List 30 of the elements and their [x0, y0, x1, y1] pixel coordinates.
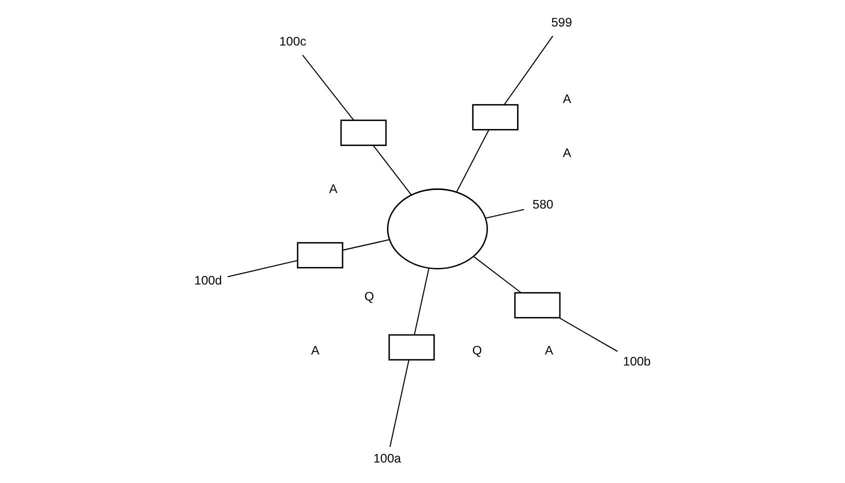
node-text: 100b: [623, 354, 651, 369]
connector: [414, 268, 430, 335]
node-cloud: [387, 188, 488, 270]
node-text: 100d: [194, 273, 222, 288]
connector: [485, 209, 524, 219]
label: A: [544, 344, 554, 358]
node-text: 580: [532, 197, 554, 212]
node-box: [296, 242, 344, 268]
label: A: [562, 146, 572, 160]
label: Q: [364, 290, 374, 304]
node-box: [388, 334, 435, 360]
connector: [389, 360, 410, 447]
node-text: 100a: [373, 452, 402, 466]
connector: [372, 145, 412, 196]
node-text: 599: [551, 16, 572, 30]
connector: [342, 239, 390, 251]
connector: [456, 130, 490, 192]
node-box: [340, 120, 387, 146]
label: A: [329, 182, 338, 196]
label: A: [311, 344, 320, 358]
label: A: [562, 92, 572, 106]
connector: [228, 260, 298, 278]
connector: [302, 54, 354, 121]
node-text: 100c: [279, 34, 306, 49]
label: Q: [472, 344, 482, 358]
node-box: [472, 104, 518, 130]
connector: [558, 317, 618, 352]
node-box: [514, 292, 561, 318]
connector: [504, 36, 554, 106]
connector: [473, 256, 522, 294]
